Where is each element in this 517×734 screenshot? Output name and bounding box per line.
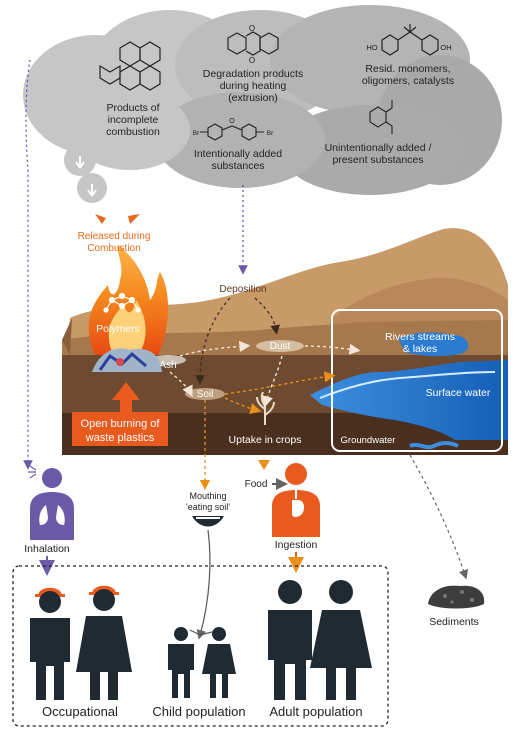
adult-population-label: Adult population — [269, 704, 362, 719]
degradation-label: Degradation products — [203, 68, 303, 80]
released-label: Combustion — [87, 243, 140, 254]
bisphenol-molecule-icon — [381, 24, 439, 56]
chem-br-label: Br — [193, 130, 200, 137]
fire-icon — [88, 245, 169, 355]
waste-pile — [92, 348, 162, 372]
unintentional-label: Unintentionally added / — [325, 142, 432, 154]
mouth-icon — [192, 516, 224, 527]
phthalate-molecule-icon — [369, 100, 393, 134]
spark-arrow-icon — [128, 214, 140, 224]
adult-man-icon — [268, 580, 312, 700]
dust-pile — [256, 340, 304, 352]
ingestion-figure-icon — [272, 463, 320, 537]
occupational-man-icon — [30, 587, 70, 700]
chem-oh-label: OH — [440, 43, 451, 52]
mouthing-label: 'eating soil' — [186, 502, 230, 512]
deposition-label: Deposition — [219, 284, 266, 295]
ash-label: Ash — [159, 360, 176, 371]
adult-woman-icon — [310, 580, 372, 700]
soil-pile — [185, 388, 225, 400]
inhalation-figure-icon — [28, 465, 74, 540]
food-arrow-icon — [258, 460, 270, 470]
polymer-molecule-icon — [103, 292, 141, 313]
dust-label: Dust — [270, 341, 291, 352]
landscape: Rivers streams & lakes Surface water Gro… — [62, 228, 508, 455]
pah-molecule-icon — [99, 41, 161, 91]
child-girl-icon — [202, 627, 236, 698]
groundwater-label: Groundwater — [341, 435, 396, 446]
up-arrow-icon — [87, 184, 97, 197]
pah-label: Products of — [106, 102, 159, 114]
open-burning-callout: Open burning of waste plastics — [72, 382, 168, 446]
child-boy-icon — [168, 627, 194, 698]
lake-shape — [398, 332, 469, 357]
spark-arrow-icon — [95, 214, 106, 224]
chem-o-label: O — [249, 56, 255, 65]
pah-label: incomplete — [108, 114, 159, 126]
soil-label: Soil — [197, 389, 214, 400]
released-label: Released during — [78, 231, 151, 242]
sediment-route-line — [409, 454, 469, 580]
open-burning-label: Open burning of — [81, 418, 161, 430]
populations-box — [12, 565, 389, 727]
up-arrow-icon — [112, 382, 140, 412]
residual-label: oligomers, catalysts — [362, 75, 454, 87]
chem-o-label: O — [229, 118, 235, 125]
crop-sprout-icon — [256, 391, 275, 425]
sediment-rock-icon — [428, 585, 485, 609]
inhalation-label: Inhalation — [24, 543, 70, 555]
chem-br-label: Br — [267, 130, 274, 137]
degradation-label: during heating — [220, 80, 287, 92]
polymers-label: Polymers — [96, 323, 140, 335]
mouthing-label: Mouthing — [189, 491, 226, 501]
surface-water-label: Surface water — [426, 387, 491, 399]
surface-water-body — [310, 360, 508, 440]
chem-o-label: O — [249, 24, 255, 33]
open-burning-label: waste plastics — [85, 432, 155, 444]
up-arrow-icon — [75, 156, 85, 169]
child-population-label: Child population — [152, 704, 245, 719]
residual-label: Resid. monomers, — [365, 63, 450, 75]
intentional-label: substances — [211, 160, 264, 172]
dioxin-molecule-icon — [227, 31, 279, 56]
occupational-label: Occupational — [42, 704, 118, 719]
degradation-label: (extrusion) — [228, 92, 278, 104]
pah-label: combustion — [106, 126, 160, 138]
groundwater-shape — [409, 441, 459, 450]
sediments-label: Sediments — [429, 616, 479, 628]
inhalation-route-line — [23, 59, 33, 470]
ingestion-label: Ingestion — [275, 539, 318, 551]
chemical-cloud: Products of incomplete combustion O O De… — [23, 5, 502, 203]
rivers-label: & lakes — [403, 343, 437, 355]
occupational-woman-icon — [76, 585, 132, 700]
intentional-label: Intentionally added — [194, 148, 282, 160]
chem-oh-label: HO — [366, 43, 377, 52]
rivers-label: Rivers streams — [385, 331, 455, 343]
food-label: Food — [245, 479, 268, 490]
unintentional-label: present substances — [332, 154, 423, 166]
uptake-label: Uptake in crops — [229, 434, 302, 446]
brominated-ether-molecule-icon — [200, 123, 264, 141]
